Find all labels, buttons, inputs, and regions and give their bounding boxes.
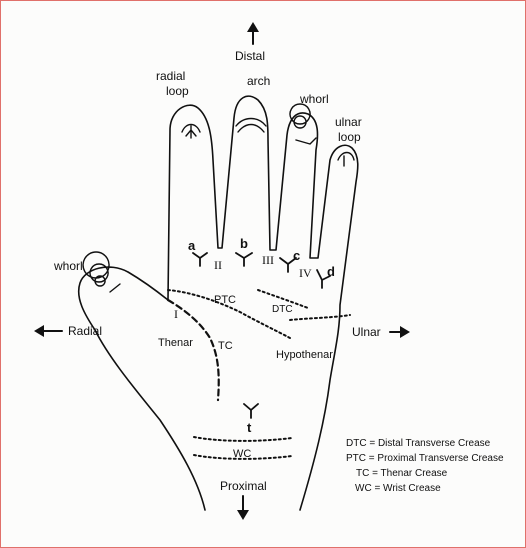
legend-dtc: DTC = Distal Transverse Crease bbox=[346, 438, 491, 449]
middle-pattern-label: arch bbox=[247, 74, 270, 88]
triradius-b-mark bbox=[236, 253, 252, 266]
index-pattern-label-line1: radial bbox=[156, 69, 185, 83]
interdigital-III-label: III bbox=[262, 253, 274, 267]
little-ulnar-loop-pattern bbox=[338, 153, 354, 167]
wrist-crease-upper bbox=[194, 437, 292, 441]
legend-ptc: PTC = Proximal Transverse Crease bbox=[346, 453, 504, 464]
legend-tc: TC = Thenar Crease bbox=[356, 468, 448, 479]
abbreviation-legend: DTC = Distal Transverse Crease PTC = Pro… bbox=[346, 438, 504, 494]
dtc-label: DTC bbox=[272, 304, 293, 315]
proximal-label: Proximal bbox=[220, 479, 267, 493]
triradius-a-label: a bbox=[188, 238, 196, 253]
distal-transverse-crease-lower bbox=[290, 315, 350, 320]
interdigital-I-label: I bbox=[174, 307, 178, 321]
hypothenar-label: Hypothenar bbox=[276, 349, 333, 361]
index-radial-loop-pattern bbox=[182, 125, 200, 139]
triradius-b-label: b bbox=[240, 236, 248, 251]
ring-whorl-pattern bbox=[290, 104, 316, 144]
proximal-arrow bbox=[237, 496, 249, 520]
radial-arrow bbox=[34, 325, 62, 337]
triradius-d-label: d bbox=[327, 264, 335, 279]
distal-arrow bbox=[247, 22, 259, 44]
distal-label: Distal bbox=[235, 49, 265, 63]
interdigital-II-label: II bbox=[214, 258, 222, 272]
little-pattern-label-line1: ulnar bbox=[335, 115, 362, 129]
little-pattern-label-line2: loop bbox=[338, 130, 361, 144]
ring-pattern-label: whorl bbox=[299, 92, 329, 106]
thumb-pattern-label: whorl bbox=[53, 259, 83, 273]
legend-wc: WC = Wrist Crease bbox=[355, 483, 441, 494]
index-pattern-label-line2: loop bbox=[166, 84, 189, 98]
ulnar-arrow bbox=[390, 326, 410, 338]
interdigital-IV-label: IV bbox=[299, 266, 312, 280]
triradius-t-mark bbox=[244, 404, 258, 418]
radial-label: Radial bbox=[68, 324, 102, 338]
ulnar-label: Ulnar bbox=[352, 325, 381, 339]
triradius-t-label: t bbox=[247, 420, 252, 435]
tc-label: TC bbox=[218, 340, 233, 352]
thenar-label: Thenar bbox=[158, 337, 193, 349]
triradius-a-mark bbox=[193, 253, 207, 266]
triradius-c-label: c bbox=[293, 248, 300, 263]
ptc-label: PTC bbox=[214, 294, 236, 306]
wc-label: WC bbox=[233, 448, 251, 460]
middle-arch-pattern bbox=[236, 119, 266, 133]
